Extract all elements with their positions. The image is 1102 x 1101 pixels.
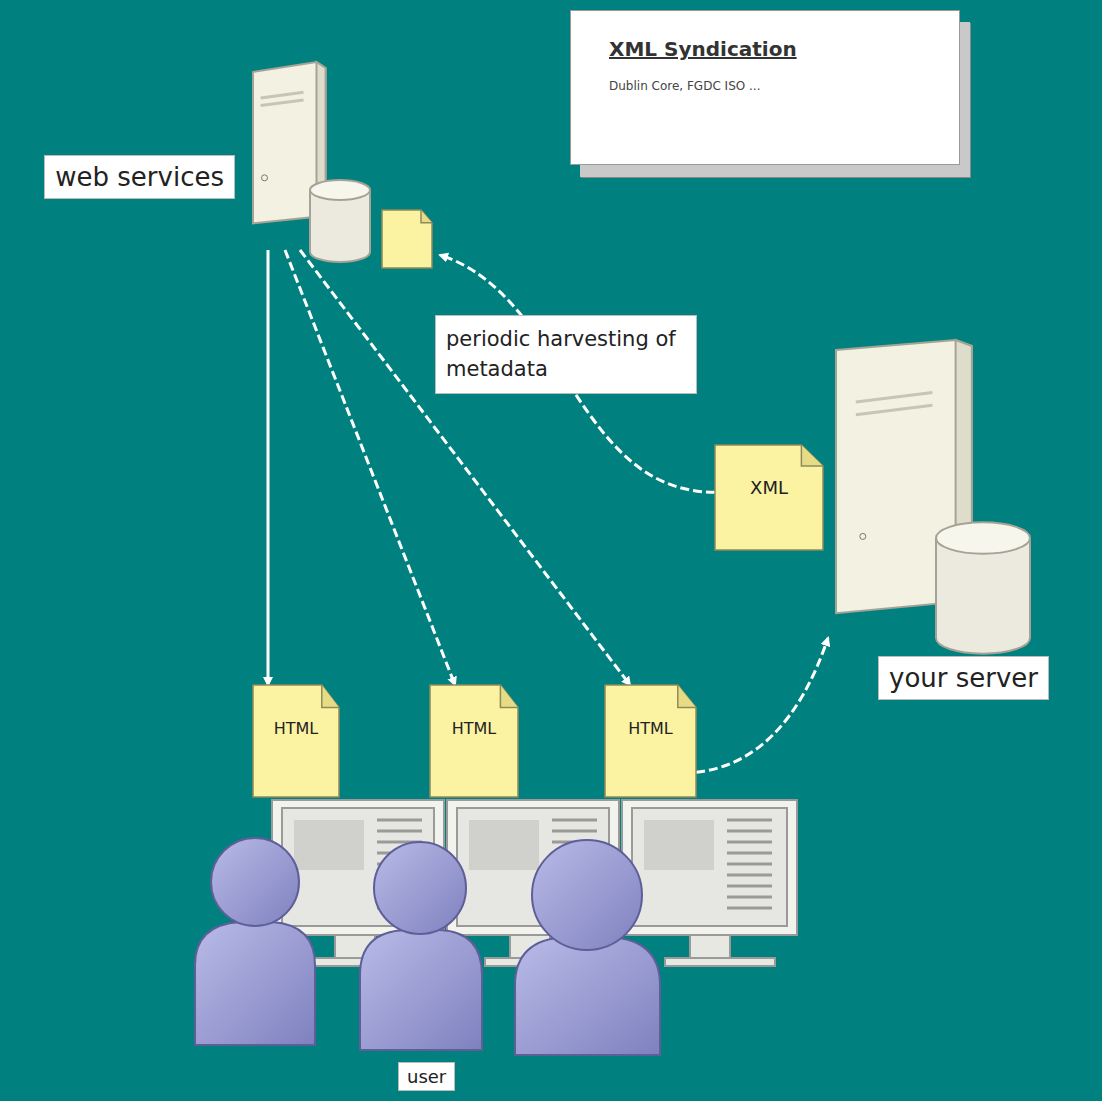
document-icon bbox=[253, 685, 339, 797]
screen-line bbox=[727, 852, 772, 855]
server-icon bbox=[828, 338, 1060, 658]
screen-line bbox=[727, 819, 772, 822]
document: HTML bbox=[430, 685, 518, 797]
document-label: HTML bbox=[430, 685, 518, 738]
screen-panel bbox=[294, 820, 364, 870]
document-icon bbox=[382, 210, 432, 268]
document: XML bbox=[715, 445, 823, 550]
label-box: user bbox=[398, 1062, 455, 1091]
connector bbox=[267, 250, 270, 685]
screen-line bbox=[727, 863, 772, 866]
document-label: XML bbox=[715, 445, 823, 498]
web-services-server: web services bbox=[245, 60, 440, 272]
document-icon bbox=[430, 685, 518, 797]
document-icon bbox=[605, 685, 696, 797]
document-label: HTML bbox=[253, 685, 339, 738]
server-label: web services bbox=[44, 155, 235, 199]
screen-line bbox=[727, 830, 772, 833]
edge-label: periodic harvesting of metadata bbox=[435, 315, 697, 394]
document: HTML bbox=[605, 685, 696, 797]
metadata-doc bbox=[382, 210, 432, 268]
screen-line bbox=[727, 907, 772, 910]
document: HTML bbox=[253, 685, 339, 797]
screen-line bbox=[552, 819, 597, 822]
screen-line bbox=[727, 896, 772, 899]
screen-line bbox=[727, 874, 772, 877]
connector bbox=[285, 250, 455, 685]
screen-line bbox=[552, 830, 597, 833]
your-server: your server bbox=[828, 338, 1060, 728]
card-title: XML Syndication bbox=[609, 37, 939, 61]
screen-line bbox=[377, 830, 422, 833]
user-figures bbox=[195, 838, 660, 1055]
screen-panel bbox=[644, 820, 714, 870]
document-label: HTML bbox=[605, 685, 696, 738]
server-label: your server bbox=[878, 656, 1049, 700]
syndication-card: XML SyndicationDublin Core, FGDC ISO ... bbox=[570, 10, 960, 165]
screen-line bbox=[727, 885, 772, 888]
monitors bbox=[272, 800, 797, 966]
connector bbox=[696, 638, 828, 772]
screen-panel bbox=[469, 820, 539, 870]
user-label: user bbox=[398, 1062, 455, 1091]
screen-line bbox=[727, 841, 772, 844]
server-icon bbox=[245, 60, 375, 250]
screen-line bbox=[377, 819, 422, 822]
card-body: Dublin Core, FGDC ISO ... bbox=[609, 79, 939, 93]
